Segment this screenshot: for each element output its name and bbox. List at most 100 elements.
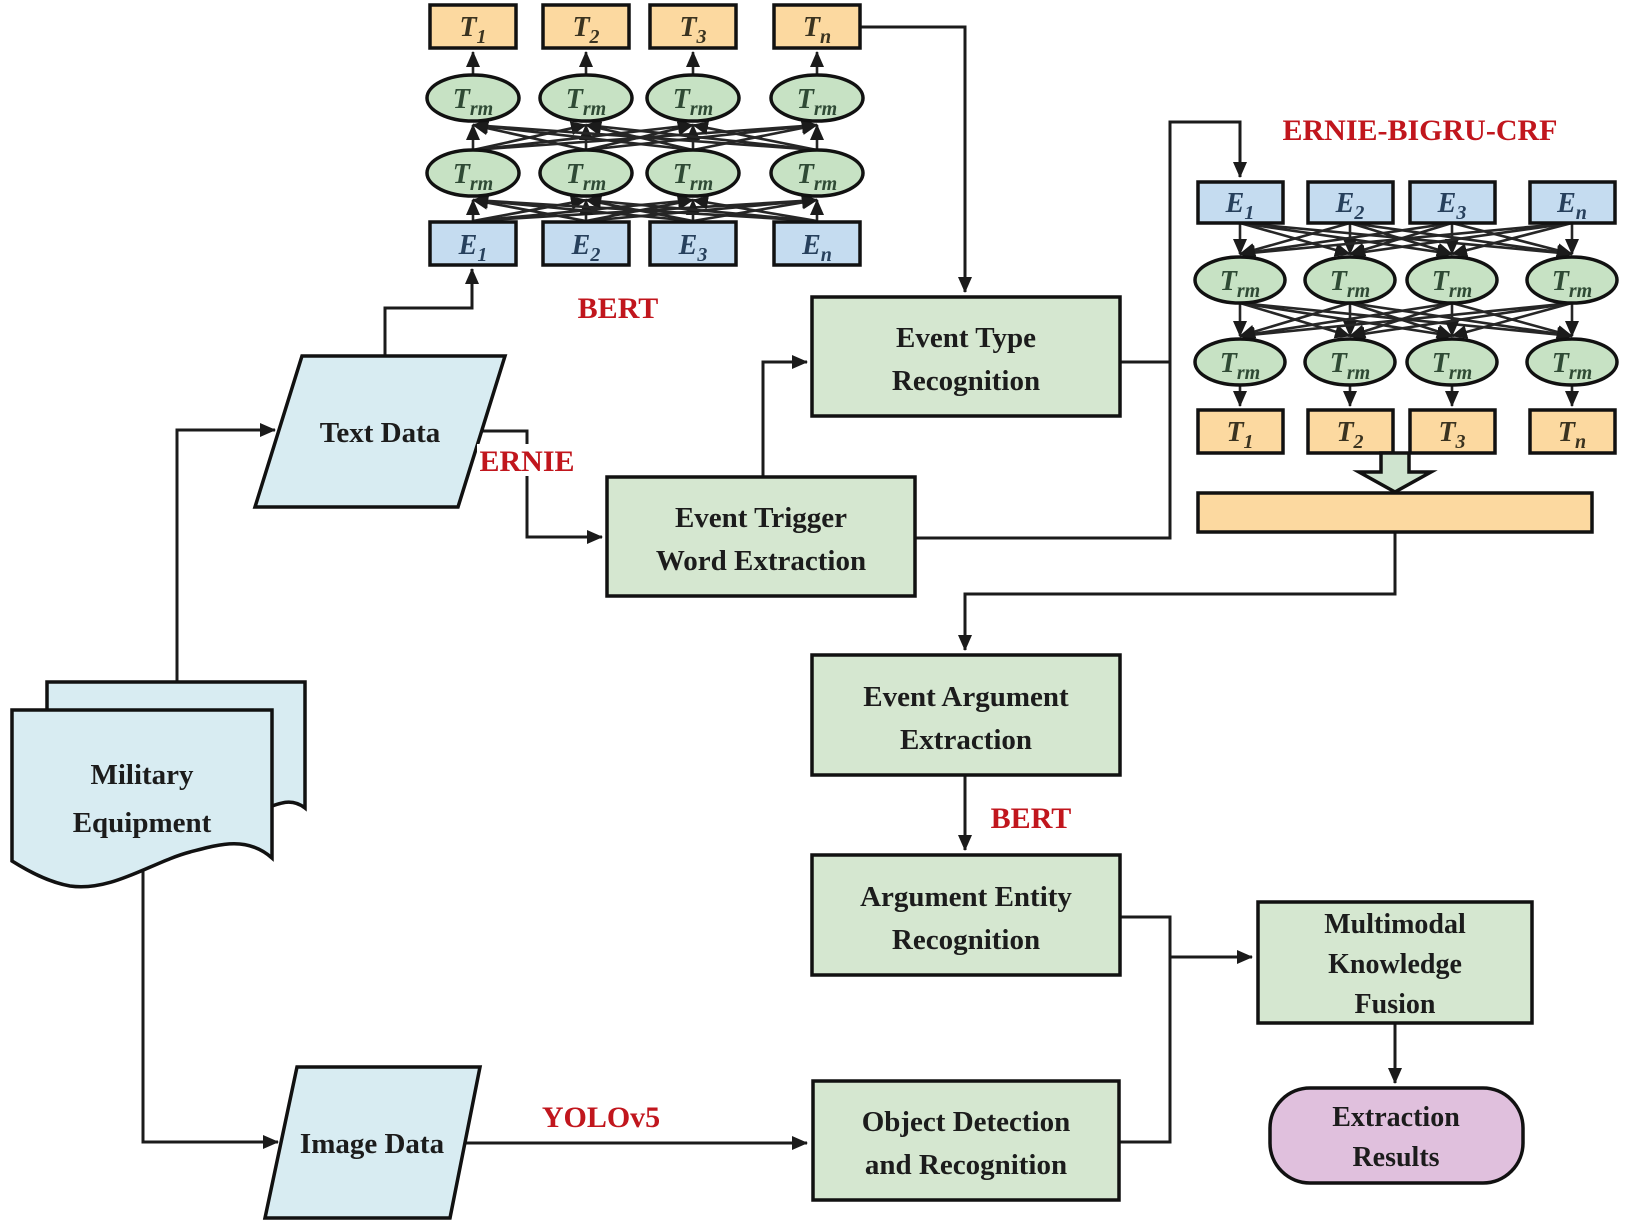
bert-t3-node bbox=[648, 3, 738, 50]
bert-transformer-arrow bbox=[585, 119, 818, 152]
ernie-trm-node-r1-1-label: Trm bbox=[1220, 266, 1260, 302]
ernie-label-backdrop bbox=[477, 444, 578, 476]
military-equipment-label: Equipment bbox=[73, 807, 212, 839]
ernie-t4-node-label: Tn bbox=[1558, 417, 1586, 453]
extraction-results-shape bbox=[1268, 1086, 1525, 1185]
event-argument-extraction-label: Event Argument bbox=[863, 681, 1069, 713]
extraction-results-label: Extraction bbox=[1332, 1102, 1460, 1133]
bert-e1-node bbox=[428, 220, 518, 267]
bert-trm-node-r1-1-label: Trm bbox=[453, 84, 493, 120]
ernie-t2-node-label: T2 bbox=[1336, 417, 1363, 453]
ernie-gru-arrow bbox=[1239, 301, 1453, 341]
ernie-t1-node-label: T1 bbox=[1226, 417, 1253, 453]
bert-trm-node-r2-4 bbox=[769, 148, 865, 198]
ernie-trm-node-r1-4 bbox=[1525, 255, 1619, 305]
ernie-e2-node-label: E2 bbox=[1335, 188, 1365, 224]
yolov5-label: YOLOv5 bbox=[542, 1101, 660, 1134]
ernie-embed-arrow bbox=[1239, 221, 1453, 259]
ernie-e1-node bbox=[1196, 180, 1285, 225]
bert-trm-node-r1-2-label: Trm bbox=[566, 84, 606, 120]
ernie-trm-node-r2-4 bbox=[1525, 337, 1619, 387]
multimodal-knowledge-fusion-label: Knowledge bbox=[1328, 949, 1462, 980]
ernie-e3-node-label: E3 bbox=[1437, 188, 1467, 224]
multimodal-knowledge-fusion-label: Multimodal bbox=[1324, 909, 1466, 940]
ernie-trm-node-r2-1-label: Trm bbox=[1220, 348, 1260, 384]
object-detection-and-recognition-label: Object Detection bbox=[862, 1106, 1071, 1138]
ernie-e2-node bbox=[1306, 180, 1395, 225]
ernie-trm-node-r2-2 bbox=[1303, 337, 1397, 387]
bert-trm-node-r1-2 bbox=[538, 73, 634, 123]
connector-crf-to-event-argument bbox=[958, 532, 1397, 651]
bert-e4-node bbox=[772, 220, 862, 267]
bert-trm-node-r2-1 bbox=[425, 148, 521, 198]
bert-transformer-arrow bbox=[692, 121, 818, 152]
object-detection-and-recognition-box bbox=[811, 1079, 1121, 1202]
ernie-label: ERNIE bbox=[479, 445, 574, 478]
multimodal-knowledge-fusion-label: Fusion bbox=[1355, 989, 1436, 1020]
bert-t3-node-label: T3 bbox=[679, 12, 706, 48]
connector-event-trigger-to-event-type bbox=[761, 355, 808, 477]
bert-trm-node-r2-2 bbox=[538, 148, 634, 198]
object-detection-and-recognition-label: and Recognition bbox=[865, 1149, 1067, 1181]
argument-entity-recognition-label: Argument Entity bbox=[860, 881, 1072, 913]
connector-military-to-image-data bbox=[141, 866, 279, 1149]
bert-embed-arrow bbox=[472, 195, 587, 223]
ernie-trm-node-r1-2-label: Trm bbox=[1330, 266, 1370, 302]
bert-embed-arrow bbox=[585, 194, 818, 223]
bert-e3-node-label: E3 bbox=[678, 230, 708, 266]
ernie-e4-node-label: En bbox=[1556, 188, 1587, 224]
bert-transformer-arrow bbox=[472, 119, 818, 152]
event-argument-extraction-label: Extraction bbox=[900, 724, 1032, 756]
extraction-results-label: Results bbox=[1352, 1142, 1439, 1173]
bert-t1-node-label: T1 bbox=[459, 12, 486, 48]
bert-trm-node-r2-2-label: Trm bbox=[566, 159, 606, 195]
event-argument-extraction-box bbox=[810, 653, 1122, 777]
bert-trm-node-r2-1-label: Trm bbox=[453, 159, 493, 195]
connector-text-data-to-event-trigger bbox=[481, 429, 603, 544]
ernie-e4-node bbox=[1528, 180, 1617, 225]
ernie-t3-node-label: T3 bbox=[1438, 417, 1465, 453]
ernie-embed-arrow bbox=[1349, 221, 1573, 259]
ernie-trm-node-r1-1 bbox=[1193, 255, 1287, 305]
bert-trm-node-r2-3 bbox=[645, 148, 741, 198]
bert-trm-node-r2-3-label: Trm bbox=[673, 159, 713, 195]
ernie-trm-node-r1-3 bbox=[1405, 255, 1499, 305]
text-data-shape bbox=[252, 354, 508, 509]
ernie-trm-node-r2-4-label: Trm bbox=[1552, 348, 1592, 384]
ernie-gru-arrow bbox=[1239, 301, 1351, 339]
bert-trm-node-r1-3 bbox=[645, 73, 741, 123]
image-data-shape bbox=[262, 1065, 483, 1220]
military-equipment-label: Military bbox=[90, 759, 194, 791]
ernie-t2-node bbox=[1306, 408, 1395, 455]
bert-trm-node-r1-1 bbox=[425, 73, 521, 123]
argument-entity-recognition-box bbox=[810, 853, 1122, 977]
bert-embed-arrow bbox=[472, 193, 818, 223]
bert-trm-node-r2-4-label: Trm bbox=[797, 159, 837, 195]
bert-transformer-arrow bbox=[472, 119, 694, 152]
event-type-recognition-label: Recognition bbox=[892, 365, 1040, 397]
event-trigger-word-extraction-box bbox=[605, 475, 917, 598]
bert-trm-node-r1-3-label: Trm bbox=[673, 84, 713, 120]
ernie-embed-arrow bbox=[1239, 221, 1351, 257]
bert-e1-node-label: E1 bbox=[458, 230, 488, 266]
bert-e4-node-label: En bbox=[801, 230, 832, 266]
ernie-bigru-crf-label: ERNIE-BIGRU-CRF bbox=[1282, 114, 1557, 147]
bert-mid-label: BERT bbox=[991, 802, 1072, 835]
bert-e3-node bbox=[648, 220, 738, 267]
bert-embed-arrow bbox=[692, 195, 818, 223]
event-type-recognition-label: Event Type bbox=[896, 322, 1036, 354]
connector-bert-to-event-type bbox=[858, 25, 972, 293]
ernie-gru-arrow bbox=[1239, 301, 1573, 342]
bert-transformer-arrow bbox=[472, 121, 587, 152]
image-data-label: Image Data bbox=[300, 1128, 445, 1160]
bert-t1-node bbox=[428, 3, 518, 50]
connector-text-data-to-bert-input bbox=[383, 268, 479, 356]
bert-t4-node-label: Tn bbox=[803, 12, 831, 48]
bert-label: BERT bbox=[578, 292, 659, 325]
bert-t2-node-label: T2 bbox=[572, 12, 599, 48]
ernie-trm-node-r1-4-label: Trm bbox=[1552, 266, 1592, 302]
ernie-embed-arrow bbox=[1451, 221, 1573, 258]
crf-block-arrow-icon bbox=[1352, 451, 1438, 495]
